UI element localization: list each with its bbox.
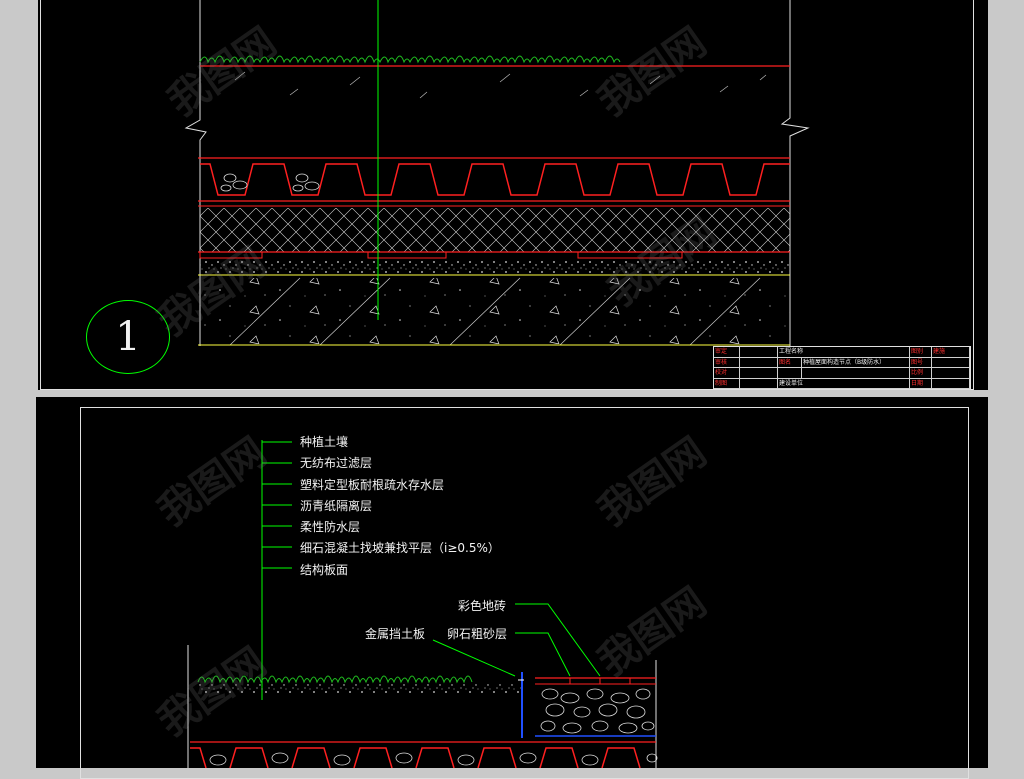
grass-line [199, 55, 621, 64]
layer-leaders [262, 441, 292, 569]
title-label-scale: 比例 [910, 368, 932, 379]
layer-label: 柔性防水层 [300, 520, 361, 535]
layer-label-list: 种植土壤 无纺布过滤层 塑料定型板耐根疏水存水层 沥青纸隔离层 柔性防水层 细石… [300, 434, 500, 583]
layer-label: 塑料定型板耐根疏水存水层 [300, 477, 445, 492]
title-label-draw: 制图 [714, 378, 740, 389]
left-break-line [184, 0, 207, 346]
drainage-board [200, 163, 790, 196]
title-label-number: 图号 [910, 357, 932, 368]
drawing-title: 种植屋面构造节点（B级防水） [802, 357, 910, 368]
grass-band [197, 675, 473, 684]
title-label-category: 图别 [910, 347, 932, 358]
structural-slab [200, 278, 790, 344]
gravel-fill [540, 688, 655, 734]
detail-number-circle: 1 [86, 300, 170, 374]
project-label: 工程名称 [778, 347, 910, 358]
layer-label: 种植土壤 [300, 435, 349, 449]
waterproof-hatch [200, 208, 790, 252]
layer-label: 沥青纸隔离层 [300, 498, 373, 513]
drawing-sheet-bottom [36, 397, 988, 768]
soil-hatch [234, 71, 767, 99]
right-break-line [780, 0, 810, 346]
title-label-approve: 审定 [714, 347, 740, 358]
unit-label: 建设单位 [778, 378, 910, 389]
callout-colored-tile: 彩色地砖 [458, 599, 507, 613]
callout-metal-edge: 金属挡土板 [365, 627, 426, 641]
title-block: 审定 工程名称 图别 建施 审核 图名 种植屋面构造节点（B级防水） 图号 校对… [713, 346, 971, 390]
pebbles [220, 173, 320, 192]
title-code: 建施 [932, 347, 970, 358]
drawing-frame-top [40, 0, 974, 390]
layer-label: 结构板面 [300, 562, 349, 577]
screed-layer [200, 260, 790, 274]
callout-gravel-layer: 卵石粗砂层 [447, 627, 508, 641]
layer-label: 无纺布过滤层 [300, 456, 373, 471]
layer-label: 细石混凝土找坡兼找平层（i≥0.5%） [300, 541, 500, 556]
title-label-review: 审核 [714, 357, 740, 368]
title-label-date: 日期 [910, 378, 932, 389]
title-label-check: 校对 [714, 368, 740, 379]
sheet-label: 图名 [778, 357, 802, 368]
